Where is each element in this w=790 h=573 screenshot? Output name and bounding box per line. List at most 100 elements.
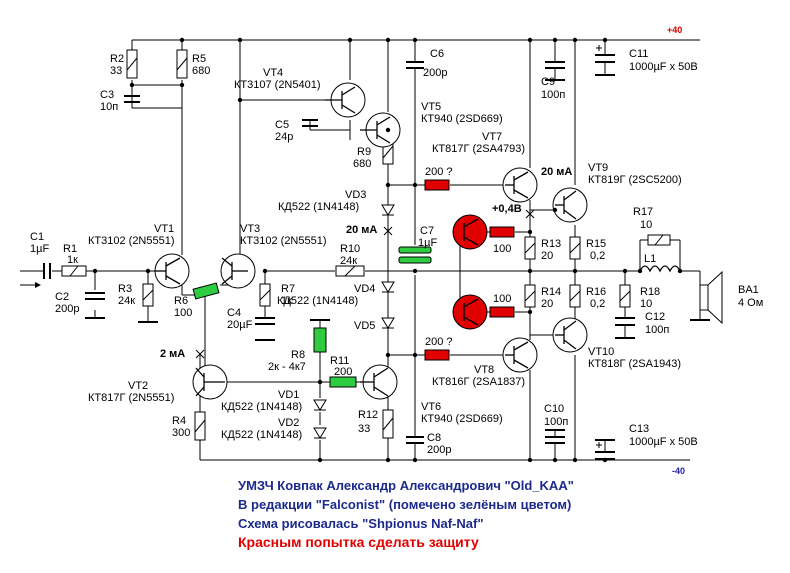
resistor-200a [424,179,450,191]
transistor-vt9 [552,187,588,223]
transistor-vt8 [502,337,538,373]
label-c6-value: 200р [423,67,447,79]
capacitor-c5 [302,119,318,127]
speaker-icon [699,270,723,325]
capacitor-c2 [85,292,105,300]
label-r14-value: 20 [541,298,553,310]
label-c10-ref: C10 [544,403,564,415]
label-r3-value: 24к [118,295,135,307]
label-vt10-value: КТ818Г (2SA1943) [588,358,681,370]
label-c12-ref: C12 [645,311,665,323]
capacitor-c7-plate [398,256,432,264]
label-r7-value: 1к [281,295,292,307]
label-vt7-value: КТ817Г (2SA4793) [432,143,525,155]
label-vt3-ref: VT3 [240,223,260,235]
capacitor-c6 [406,61,424,69]
label-r15-value: 0,2 [590,250,605,262]
label-c3-ref: C3 [100,89,114,101]
label-r5-value: 680 [192,65,210,77]
label-r2-ref: R2 [110,53,124,65]
annotation-04v: +0,4В [492,203,522,215]
label-r3-ref: R3 [118,283,132,295]
capacitors [43,54,635,460]
protection-transistor-upper [452,214,488,250]
label-vd5-ref: VD5 [354,320,375,332]
label-ba1-value: 4 Ом [738,297,763,309]
label-vt8-ref: VT8 [474,364,494,376]
inductor-l1 [639,265,681,273]
capacitor-c1 [43,263,51,279]
label-r15-ref: R15 [586,238,606,250]
label-vt6-ref: VT6 [421,401,441,413]
label-c5-value: 24р [275,131,293,143]
label-l1-ref: L1 [644,253,656,265]
capacitor-c11 [595,54,615,63]
capacitor-c8 [406,436,424,444]
label-c13-value: 1000µF x 50В [629,436,698,448]
label-r11-value: 200 [334,366,352,378]
label-r100a-value: 100 [493,243,511,255]
label-vd3-value: КД522 (1N4148) [278,201,359,213]
label-r2-value: 33 [110,65,122,77]
label-c13-ref: C13 [629,423,649,435]
wiring [20,40,701,460]
resistor-r11 [329,376,357,388]
label-r16-ref: R16 [586,286,606,298]
label-c9-ref: C9 [541,76,555,88]
label-vt5-value: КТ940 (2SD669) [421,113,503,125]
ground-symbols [85,74,710,441]
resistor-hatches [69,57,664,433]
label-c6-ref: C6 [430,48,444,60]
resistor-200b [424,349,450,361]
capacitor-c4 [255,317,275,325]
label-r9-value: 680 [353,158,371,170]
junction-dots [92,37,683,463]
capacitor-c9 [545,61,565,69]
label-c11-value: 1000µF x 50В [629,61,698,73]
label-r100b-value: 100 [493,293,511,305]
label-r6-ref: R6 [174,295,188,307]
label-c7-ref: C7 [420,225,434,237]
label-vd2-value: КД522 (1N4148) [221,429,302,441]
label-r1-value: 1к [67,254,78,266]
label-r11-ref: R11 [330,355,349,367]
label-r13-value: 20 [541,250,553,262]
label-vt10-ref: VT10 [588,346,614,358]
label-c9-value: 100п [541,89,565,101]
label-vt3-value: КТ3102 (2N5551) [240,235,327,247]
label-r4-ref: R4 [172,415,186,427]
annotation-2ma: 2 мА [160,348,185,360]
negative-rail-label: -40 [672,466,685,476]
label-vd1-value: КД522 (1N4148) [221,401,302,413]
label-vt4-value: КТ3107 (2N5401) [234,79,321,91]
label-c12-value: 100п [645,324,669,336]
label-r1-ref: R1 [63,243,77,255]
capacitor-c3 [124,95,140,103]
label-vd4-ref: VD4 [354,283,375,295]
label-r14-ref: R14 [541,286,561,298]
label-vt1-ref: VT1 [154,223,174,235]
capacitor-c12 [615,317,635,326]
label-r9-ref: R9 [357,146,371,158]
label-c10-value: 100п [544,416,568,428]
label-r18-ref: R18 [640,286,660,298]
label-r10-ref: R10 [340,243,360,255]
label-vt2-value: КТ817Г (2N5551) [88,392,174,404]
resistor-100b [489,306,515,318]
diode-vd2 [313,427,327,439]
transistor-vt10 [552,317,588,353]
label-vt2-ref: VT2 [128,380,148,392]
diode-vd5 [381,317,395,329]
label-vt6-value: КТ940 (2SD669) [421,413,503,425]
annotation-20ma-left: 20 мА [346,224,377,236]
label-r8-value: 2к - 4к7 [268,361,306,373]
label-r6-value: 100 [174,307,192,319]
diode-vd4 [381,281,395,293]
capacitor-c10 [545,436,565,444]
label-c1-ref: C1 [30,231,44,243]
caption-editor: В редакции "Falconist" (помечено зелёным… [238,497,572,512]
label-r200b-value: 200 ? [425,336,453,348]
polarity-marks [596,45,602,448]
label-vt1-value: КТ3102 (2N5551) [88,235,175,247]
label-r17-ref: R17 [633,206,653,218]
